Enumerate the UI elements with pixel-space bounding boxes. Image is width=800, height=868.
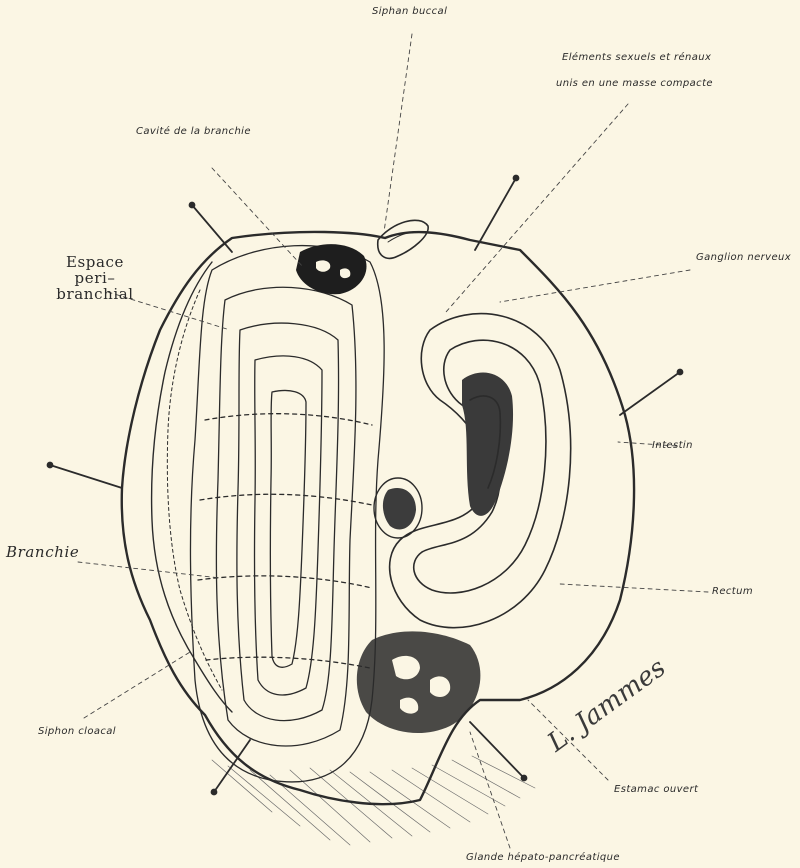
label-siphon-cloacal: Siphon cloacal (38, 726, 116, 737)
label-espace-line1: Espace (42, 254, 148, 270)
siphon-buccal-shape (378, 220, 428, 258)
label-glande: Glande hépato-pancréatique (466, 852, 620, 863)
stomach (374, 478, 422, 538)
label-espace-line2: peri– (42, 270, 148, 286)
intestine-loop (390, 314, 571, 628)
label-branchie: Branchie (6, 544, 79, 560)
label-elements-line1: Eléments sexuels et rénaux (562, 52, 711, 63)
label-elements-line2: unis en une masse compacte (556, 78, 713, 89)
label-siphon-buccal: Siphan buccal (372, 6, 447, 17)
cavity-mass (296, 244, 367, 294)
label-rectum: Rectum (712, 586, 753, 597)
ground-shading (212, 756, 535, 845)
label-espace-peribranchial: Espace peri– branchial (42, 254, 148, 302)
label-estomac: Estamac ouvert (614, 784, 698, 795)
label-espace-line3: branchial (42, 286, 148, 302)
label-intestin: Intestin (652, 440, 693, 451)
label-ganglion: Ganglion nerveux (696, 252, 791, 263)
label-cavite: Cavité de la branchie (136, 126, 251, 137)
branchie (190, 246, 384, 782)
